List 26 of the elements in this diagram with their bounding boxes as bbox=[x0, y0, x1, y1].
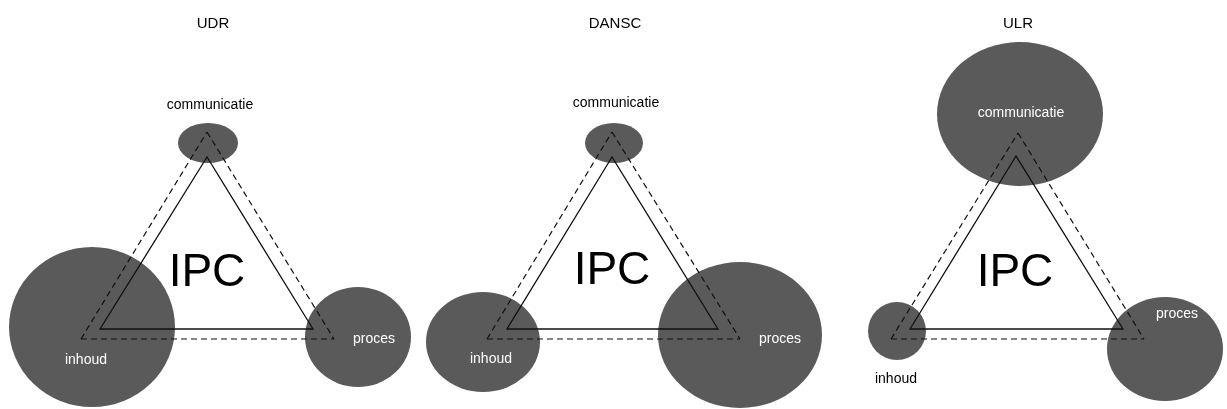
dashed-connector bbox=[486, 338, 741, 340]
dashed-connector bbox=[890, 338, 1145, 340]
triangle-label: IPC bbox=[976, 247, 1054, 293]
ellipse-label: proces bbox=[1156, 306, 1198, 320]
dashed-connector bbox=[80, 131, 208, 340]
dashed-connector bbox=[890, 132, 1019, 340]
dashed-connector bbox=[611, 131, 741, 340]
ellipse-label: inhoud bbox=[470, 351, 512, 365]
triangle bbox=[909, 155, 1124, 330]
ellipse-label: inhoud bbox=[65, 352, 107, 366]
panel-title: DANSC bbox=[588, 13, 642, 31]
triangle bbox=[99, 156, 314, 330]
ellipse-label: proces bbox=[353, 331, 395, 345]
dashed-connector bbox=[206, 131, 335, 340]
ellipse-label: communicatie bbox=[166, 97, 254, 111]
triangle bbox=[506, 156, 719, 330]
ellipse-label: proces bbox=[759, 331, 801, 345]
ellipse-label: inhoud bbox=[875, 371, 917, 385]
triangle-label: IPC bbox=[168, 247, 246, 293]
dashed-connector bbox=[80, 338, 335, 340]
panel-title: ULR bbox=[1003, 13, 1033, 31]
ellipse-label: communicatie bbox=[977, 105, 1065, 119]
triangle-label: IPC bbox=[573, 245, 651, 291]
ellipse-label: communicatie bbox=[572, 95, 660, 109]
panel-title: UDR bbox=[196, 13, 230, 31]
dashed-connector bbox=[486, 131, 613, 340]
